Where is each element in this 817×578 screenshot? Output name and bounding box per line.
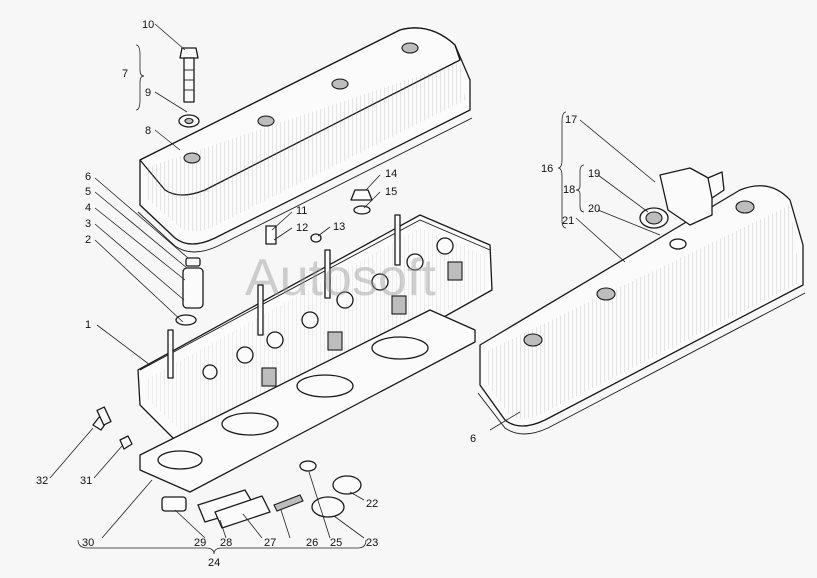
head-gasket bbox=[139, 309, 476, 493]
right-valve-cover bbox=[477, 185, 806, 435]
callout-6-right-cover: 6 bbox=[470, 433, 476, 445]
valve-springs bbox=[202, 237, 454, 380]
watermark: Autosoft bbox=[245, 249, 436, 307]
callout-numbers: 1 2 3 4 5 6 7 8 9 10 11 12 13 14 15 16 1… bbox=[36, 19, 600, 569]
callout-22: 22 bbox=[366, 498, 378, 510]
callout-6: 6 bbox=[85, 171, 91, 183]
callout-32: 32 bbox=[36, 475, 48, 487]
callout-18: 18 bbox=[563, 184, 575, 196]
callout-7: 7 bbox=[122, 68, 128, 80]
valve-parts-stack bbox=[175, 257, 204, 326]
head-bolt bbox=[92, 406, 133, 450]
callout-15: 15 bbox=[385, 186, 397, 198]
callout-28: 28 bbox=[220, 537, 232, 549]
callout-17: 17 bbox=[565, 114, 577, 126]
callout-13: 13 bbox=[333, 221, 345, 233]
small-gaskets bbox=[161, 460, 362, 529]
callout-30: 30 bbox=[82, 537, 94, 549]
callout-21: 21 bbox=[562, 215, 574, 227]
left-valve-cover bbox=[137, 27, 473, 253]
leader-lines bbox=[49, 23, 661, 555]
oil-filler-neck bbox=[639, 167, 725, 250]
callout-27: 27 bbox=[264, 537, 276, 549]
studs bbox=[167, 214, 401, 379]
callout-1: 1 bbox=[85, 319, 91, 331]
callout-10: 10 bbox=[142, 19, 154, 31]
head-ports bbox=[261, 261, 463, 387]
callout-2: 2 bbox=[85, 234, 91, 246]
callout-12: 12 bbox=[296, 222, 308, 234]
callout-14: 14 bbox=[385, 168, 397, 180]
callout-26: 26 bbox=[306, 537, 318, 549]
callout-31: 31 bbox=[80, 475, 92, 487]
callout-29: 29 bbox=[194, 537, 206, 549]
callout-23: 23 bbox=[366, 537, 378, 549]
cylinder-head bbox=[137, 214, 493, 450]
callout-16: 16 bbox=[541, 163, 553, 175]
callout-9: 9 bbox=[145, 87, 151, 99]
callout-19: 19 bbox=[588, 168, 600, 180]
callout-4: 4 bbox=[85, 202, 91, 214]
callout-11: 11 bbox=[296, 205, 307, 217]
callout-25: 25 bbox=[330, 537, 342, 549]
callout-24: 24 bbox=[208, 557, 220, 569]
callout-20: 20 bbox=[588, 203, 600, 215]
callout-8: 8 bbox=[145, 125, 151, 137]
cover-bolt bbox=[178, 47, 200, 128]
callout-5: 5 bbox=[85, 186, 91, 198]
callout-3: 3 bbox=[85, 218, 91, 230]
